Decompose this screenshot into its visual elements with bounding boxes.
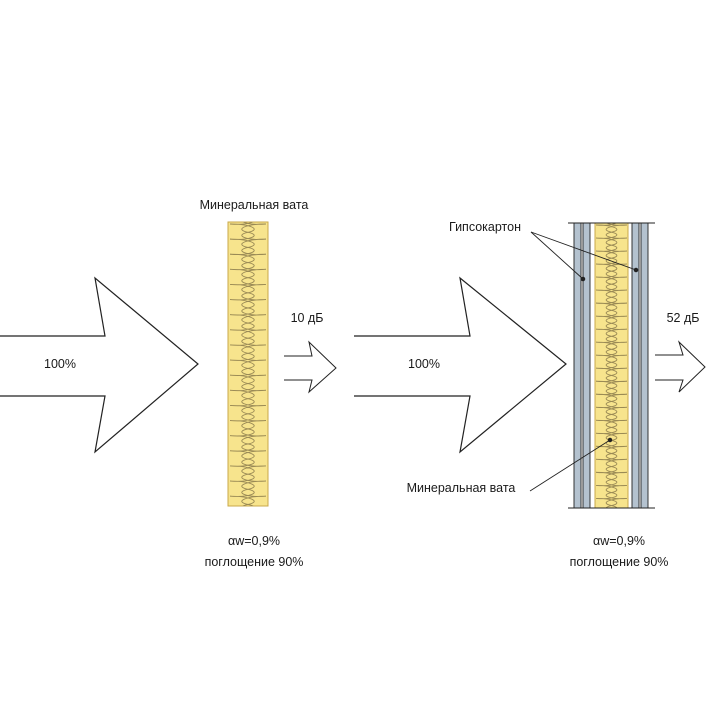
drywall-layer-3 [631, 222, 640, 509]
left-wool-label: Минеральная вата [200, 198, 309, 212]
left-absorption: поглощение 90% [205, 555, 304, 569]
left-output-db: 10 дБ [291, 311, 324, 325]
left-wool-panel [227, 221, 269, 507]
wool-hatching [229, 222, 267, 506]
drywall-leaders [530, 231, 639, 282]
right-input-percent: 100% [408, 357, 440, 371]
right-incoming-arrow [354, 276, 567, 454]
drywall-layer-1 [573, 222, 582, 509]
right-wall-assembly [568, 222, 655, 509]
wool-hatching [595, 223, 628, 508]
drywall-layer-4 [640, 222, 649, 509]
left-input-percent: 100% [44, 357, 76, 371]
right-output-db: 52 дБ [667, 311, 700, 325]
right-wool-label: Минеральная вата [407, 481, 516, 495]
right-outgoing-arrow [655, 340, 706, 393]
wool-leader [529, 437, 613, 492]
left-incoming-arrow [0, 276, 199, 454]
drywall-label: Гипсокартон [449, 220, 521, 234]
left-outgoing-arrow [284, 340, 337, 394]
right-scenario: 100% Гипсокартон [354, 220, 706, 569]
left-scenario: 100% Минеральная вата 10 дБ αw=0,9% погл… [0, 198, 337, 569]
right-absorption: поглощение 90% [570, 555, 669, 569]
drywall-layer-2 [582, 222, 591, 509]
left-alpha: αw=0,9% [228, 534, 280, 548]
right-alpha: αw=0,9% [593, 534, 645, 548]
